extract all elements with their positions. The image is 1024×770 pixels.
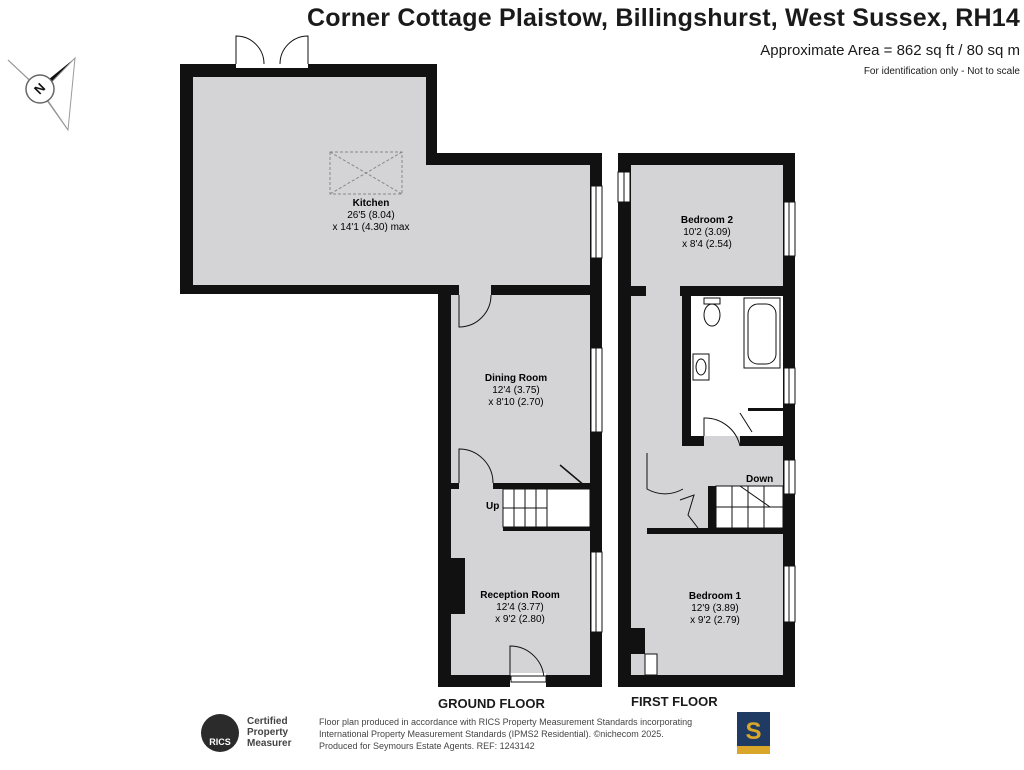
room-bedroom-1: Bedroom 1 12'9 (3.89) x 9'2 (2.79) bbox=[689, 591, 742, 626]
rics-line: Property bbox=[247, 727, 289, 738]
room-kitchen: Kitchen 26'5 (8.04) x 14'1 (4.30) max bbox=[333, 198, 410, 233]
room-dimension: 10'2 (3.09) bbox=[683, 227, 731, 238]
room-name: Bedroom 2 bbox=[681, 215, 734, 226]
bathroom-area bbox=[691, 296, 783, 436]
scale-note: For identification only - Not to scale bbox=[863, 66, 1020, 77]
ground-floor-area bbox=[193, 77, 590, 675]
room-dimension: 12'9 (3.89) bbox=[691, 603, 739, 614]
rics-text: Certified Property Measurer bbox=[247, 716, 291, 749]
room-dimension: x 14'1 (4.30) max bbox=[333, 222, 410, 233]
room-dimension: 26'5 (8.04) bbox=[347, 210, 395, 221]
first-stairs bbox=[715, 485, 784, 529]
stairs-up-label: Up bbox=[486, 501, 499, 512]
room-dimension: x 9'2 (2.79) bbox=[690, 615, 740, 626]
room-dimension: 12'4 (3.77) bbox=[496, 602, 544, 613]
ground-stairs bbox=[502, 488, 591, 531]
room-dining: Dining Room 12'4 (3.75) x 8'10 (2.70) bbox=[485, 373, 547, 408]
room-dimension: x 9'2 (2.80) bbox=[495, 614, 545, 625]
footer-line: International Property Measurement Stand… bbox=[319, 729, 664, 739]
brand-letter: S bbox=[745, 718, 762, 745]
room-name: Dining Room bbox=[485, 373, 547, 384]
stairs-down-label: Down bbox=[746, 474, 773, 485]
ground-floor-label: GROUND FLOOR bbox=[438, 696, 545, 711]
footer-line: Produced for Seymours Estate Agents. REF… bbox=[319, 741, 535, 751]
room-dimension: 12'4 (3.75) bbox=[492, 385, 540, 396]
room-dimension: x 8'4 (2.54) bbox=[682, 239, 732, 250]
ground-floor-plan bbox=[180, 35, 603, 687]
room-name: Bedroom 1 bbox=[689, 591, 742, 602]
footer-line: Floor plan produced in accordance with R… bbox=[319, 717, 693, 727]
room-name: Reception Room bbox=[480, 590, 560, 601]
brand-bar bbox=[737, 746, 770, 754]
room-dimension: x 8'10 (2.70) bbox=[488, 397, 543, 408]
room-reception: Reception Room 12'4 (3.77) x 9'2 (2.80) bbox=[480, 590, 560, 625]
footer-disclaimer: Floor plan produced in accordance with R… bbox=[319, 716, 692, 752]
compass-icon: N bbox=[7, 56, 76, 132]
approximate-area: Approximate Area = 862 sq ft / 80 sq m bbox=[760, 42, 1020, 59]
rics-line: Measurer bbox=[247, 738, 292, 749]
plan-title: Corner Cottage Plaistow, Billingshurst, … bbox=[307, 4, 1020, 32]
rics-badge-icon: RICS bbox=[201, 714, 239, 752]
rics-line: Certified bbox=[247, 716, 288, 727]
first-floor-label: FIRST FLOOR bbox=[631, 694, 718, 709]
room-name: Kitchen bbox=[353, 198, 390, 209]
room-bedroom-2: Bedroom 2 10'2 (3.09) x 8'4 (2.54) bbox=[681, 215, 734, 250]
seymours-logo: S bbox=[737, 712, 770, 754]
first-floor-plan bbox=[617, 153, 796, 687]
rics-logo: RICS Certified Property Measurer bbox=[201, 714, 297, 752]
